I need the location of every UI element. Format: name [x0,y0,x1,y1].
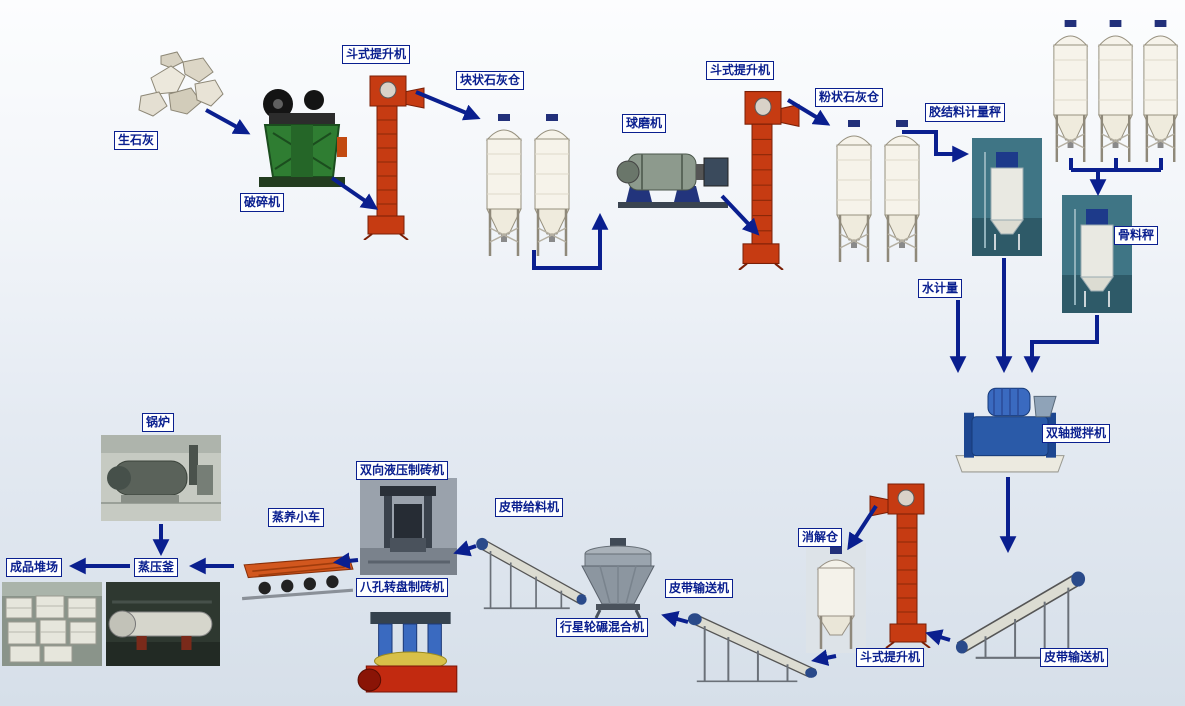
autoclave-graphic [106,582,220,666]
label-bucket-elevator-2: 斗式提升机 [706,61,775,81]
label-binder-scale: 胶结料计量秤 [925,103,1006,123]
jaw-crusher-graphic [251,85,351,192]
label-planetary-mixer: 行星轮碾混合机 [556,618,649,638]
belt-conveyor-mid-graphic [683,598,821,683]
label-slaking-silo: 消解仓 [798,528,843,548]
label-bucket-elevator-3: 斗式提升机 [856,648,925,668]
aggregate-silos-graphic [1048,18,1185,168]
product-yard-graphic [2,582,102,666]
rotary-brick-machine-graphic [356,606,464,698]
ball-mill-graphic [616,138,731,210]
label-product-yard: 成品堆场 [6,558,63,578]
boiler-graphic [101,435,221,521]
label-bucket-elevator-1: 斗式提升机 [342,45,411,65]
label-lump-lime-silo: 块状石灰仓 [456,71,525,91]
label-ball-mill: 球磨机 [622,114,667,134]
label-belt-conveyor-mid: 皮带输送机 [665,579,734,599]
label-twin-shaft-mixer: 双轴搅拌机 [1042,424,1111,444]
label-autoclave: 蒸压釜 [134,558,179,578]
label-crusher: 破碎机 [240,193,285,213]
aggregate-scale-graphic [1062,195,1132,313]
powder-lime-silo-graphic [831,118,926,268]
steam-cart-graphic [238,548,356,606]
label-quicklime: 生石灰 [114,131,159,151]
label-rotary-brick-machine: 八孔转盘制砖机 [356,578,449,598]
bucket-elevator-2-graphic [731,85,803,270]
label-boiler: 锅炉 [142,413,175,433]
label-belt-feeder: 皮带给料机 [495,498,564,518]
label-steam-cart: 蒸养小车 [268,508,325,528]
lump-lime-silo-graphic [481,112,576,262]
bucket-elevator-1-graphic [356,70,428,240]
quicklime-pile-graphic [133,48,228,128]
label-hydraulic-brick-machine: 双向液压制砖机 [356,461,449,481]
belt-feeder-graphic [472,522,590,610]
label-water-meter: 水计量 [918,279,963,299]
bucket-elevator-3-graphic [866,478,938,648]
hydraulic-brick-machine-graphic [360,478,457,575]
label-aggregate-scale: 骨料秤 [1114,226,1159,246]
flow-arrow [1023,315,1099,374]
belt-conveyor-right-graphic [952,552,1090,660]
binder-scale-graphic [972,138,1042,256]
label-powder-lime-silo: 粉状石灰仓 [815,88,884,108]
label-belt-conveyor-right: 皮带输送机 [1040,648,1109,668]
